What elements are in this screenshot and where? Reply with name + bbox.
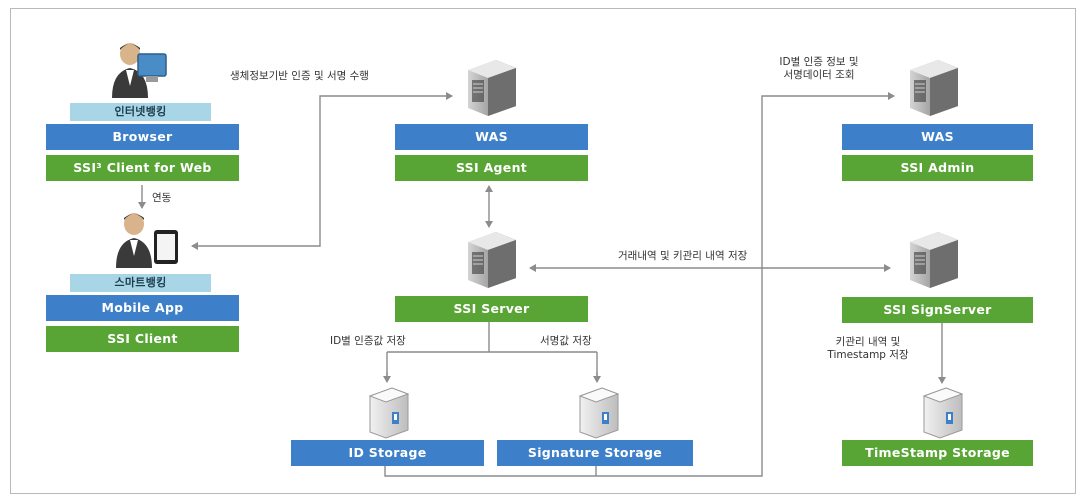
diagram-frame (10, 8, 1076, 494)
id-query-label: ID별 인증 정보 및 서명데이터 조회 (752, 56, 886, 82)
timestamp-storage-icon (923, 387, 963, 439)
id-query-label-line1: ID별 인증 정보 및 (779, 56, 859, 68)
internet-banking-label: 인터넷뱅킹 (70, 103, 211, 121)
bio-auth-label: 생체정보기반 인증 및 서명 수행 (230, 70, 369, 82)
admin-was-box: WAS (842, 124, 1033, 150)
person-desktop-icon (112, 43, 167, 98)
key-timestamp-label: 키관리 내역 및 Timestamp 저장 (806, 336, 930, 362)
connectors (138, 92, 946, 477)
auth-link-label: 연동 (152, 192, 172, 204)
signature-storage-box: Signature Storage (497, 440, 693, 466)
mobile-app-box: Mobile App (46, 295, 239, 321)
signature-storage-icon (579, 387, 619, 439)
admin-was-server-icon (909, 59, 959, 117)
timestamp-storage-box: TimeStamp Storage (842, 440, 1033, 466)
edge-mobile-to-was (191, 92, 453, 250)
ssi-admin-box: SSI Admin (842, 155, 1033, 181)
id-query-label-line2: 서명데이터 조회 (783, 69, 855, 81)
id-storage-box: ID Storage (291, 440, 484, 466)
ssi-server-icon (467, 231, 517, 289)
was-box: WAS (395, 124, 588, 150)
id-store-label: ID별 인증값 저장 (330, 335, 406, 347)
sign-server-icon (909, 231, 959, 289)
ssi-server-box: SSI Server (395, 296, 588, 322)
edge-storages-to-admin-was (384, 92, 895, 477)
smart-banking-label: 스마트뱅킹 (70, 274, 211, 292)
browser-box: Browser (46, 124, 239, 150)
key-timestamp-label-line2: Timestamp 저장 (827, 349, 909, 361)
ssi-agent-box: SSI Agent (395, 155, 588, 181)
edge-ssi-to-storages (386, 322, 598, 378)
was-server-icon (467, 59, 517, 117)
person-mobile-icon (116, 213, 178, 268)
ssi-client-box: SSI Client (46, 326, 239, 352)
ssi-client-web-box: SSI³ Client for Web (46, 155, 239, 181)
ssi-signserver-box: SSI SignServer (842, 297, 1033, 323)
id-storage-icon (369, 387, 409, 439)
key-timestamp-label-line1: 키관리 내역 및 (835, 336, 901, 348)
sign-store-label: 서명값 저장 (540, 335, 592, 347)
transaction-label: 거래내역 및 키관리 내역 저장 (618, 250, 748, 262)
